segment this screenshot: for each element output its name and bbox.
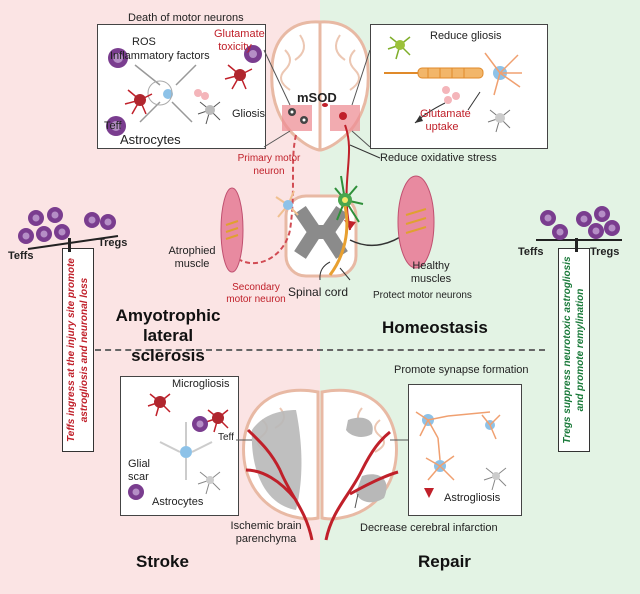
right-tregs-label: Tregs: [590, 246, 620, 258]
left-tregs-label: Tregs: [98, 237, 128, 249]
top-left-art: [106, 45, 262, 136]
glutamate-toxicity-label: Glutamate toxicity: [214, 28, 265, 53]
left-note-box: Teffs ingress at the injury site promote…: [62, 248, 94, 452]
inflammatory-label: Inflammatory factors: [110, 50, 210, 62]
gliosis-label: Gliosis: [232, 108, 266, 120]
right-balance: [536, 206, 622, 252]
teff-label-bottom: Teff: [218, 432, 234, 443]
ischemic-label: Ischemic brain parenchyma: [230, 520, 302, 545]
microgliosis-label: Microgliosis: [172, 378, 230, 390]
left-teffs-label: Teffs: [8, 250, 34, 262]
brain-top: [270, 20, 370, 152]
astrocytes-label-top: Astrocytes: [120, 132, 181, 147]
top-right-art: [384, 36, 522, 133]
spinal-cord-label: Spinal cord: [288, 285, 349, 299]
atrophied-muscle-label: Atrophied muscle: [168, 245, 216, 270]
teff-label-top: Teff: [104, 120, 122, 132]
green-neuron: [328, 175, 364, 276]
homeostasis-title: Homeostasis: [382, 318, 488, 337]
primary-motor-neuron-label: Primary motor neuron: [237, 153, 301, 177]
death-motor-neurons-label: Death of motor neurons: [128, 12, 244, 24]
als-title: Amyotrophic lateral sclerosis: [115, 306, 221, 365]
spinal-cord: [284, 194, 358, 278]
protect-motor-neurons-label: Protect motor neurons: [373, 290, 472, 301]
stroke-title: Stroke: [136, 552, 189, 571]
bottom-left-art: [128, 393, 229, 500]
reduce-gliosis-label: Reduce gliosis: [430, 30, 502, 42]
astrocytes-label-bottom: Astrocytes: [152, 496, 204, 508]
repair-title: Repair: [418, 552, 471, 571]
reduce-oxidative-label: Reduce oxidative stress: [380, 152, 497, 164]
glial-scar-label: Glial scar: [128, 458, 151, 483]
msod-label: mSOD: [297, 90, 337, 105]
secondary-motor-neuron-label: Secondary motor neuron: [226, 282, 286, 305]
bottom-right-art: [415, 411, 507, 498]
brain-bottom: [242, 388, 399, 541]
glutamate-uptake-label: Glutamate uptake: [420, 108, 471, 133]
section-divider: [95, 349, 545, 351]
decrease-infarction-label: Decrease cerebral infarction: [360, 522, 498, 534]
left-balance: [18, 207, 119, 252]
healthy-muscles-label: Healthy muscles: [410, 260, 452, 285]
right-note-box: Tregs suppress neurotoxic astrogliosis a…: [558, 248, 590, 452]
promote-synapse-label: Promote synapse formation: [394, 364, 529, 376]
astrogliosis-label: Astrogliosis: [444, 492, 501, 504]
ros-label: ROS: [132, 36, 156, 48]
right-teffs-label: Teffs: [518, 246, 544, 258]
